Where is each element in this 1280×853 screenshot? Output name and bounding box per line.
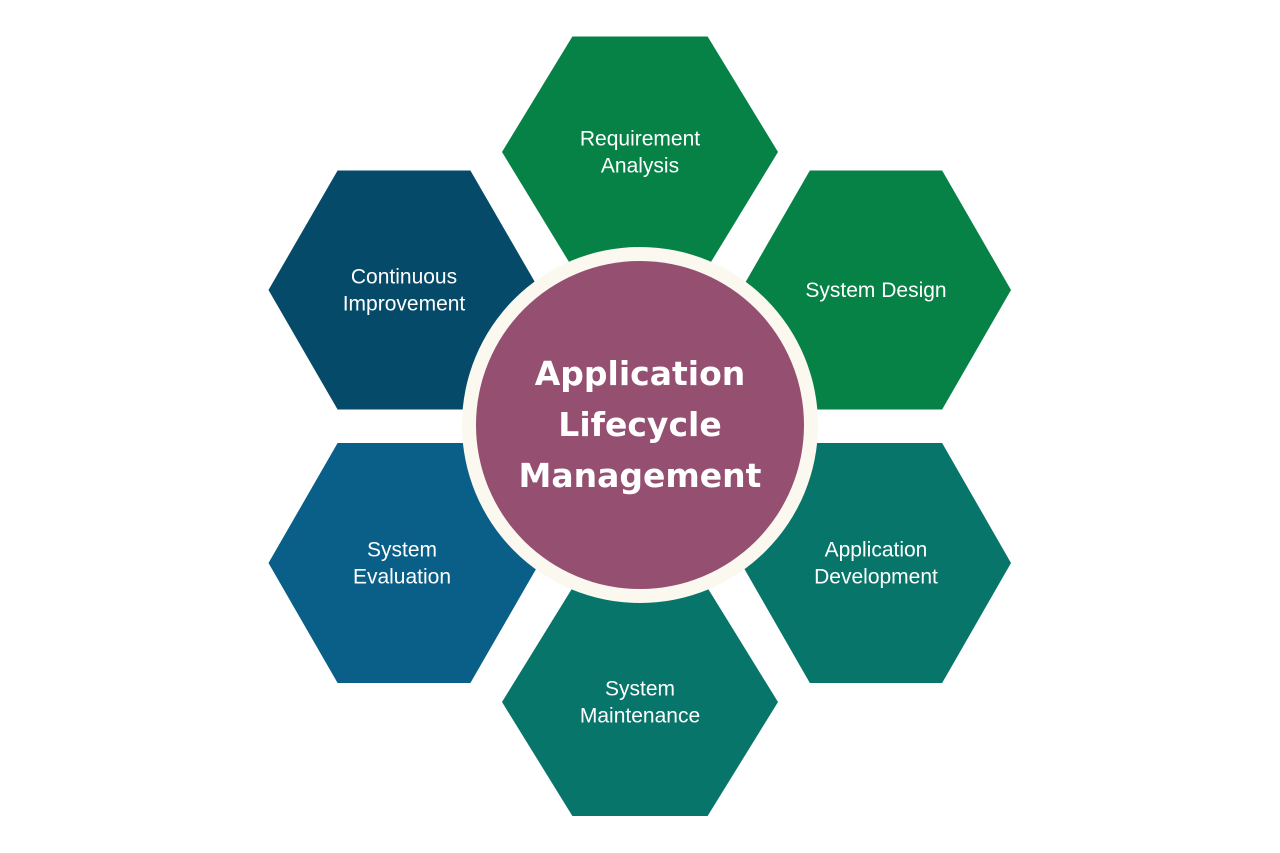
center-title: Application bbox=[535, 354, 746, 393]
stage-label: System bbox=[605, 678, 675, 701]
center-title: Lifecycle bbox=[558, 405, 721, 444]
stage-label: Application bbox=[825, 539, 928, 562]
hexagon-shape bbox=[268, 443, 540, 683]
hexagon-shape bbox=[268, 170, 540, 410]
hexagon-shape bbox=[741, 443, 1011, 683]
stage-system-design: System Design bbox=[741, 170, 1011, 410]
center-title: Management bbox=[519, 456, 762, 495]
hexagon-shape bbox=[741, 170, 1011, 410]
stage-label: Improvement bbox=[343, 293, 466, 316]
stage-label: Development bbox=[814, 566, 938, 589]
stage-label: System bbox=[367, 539, 437, 562]
stage-label: Requirement bbox=[580, 128, 700, 151]
hexagon-shape bbox=[502, 36, 778, 268]
stage-label: Analysis bbox=[601, 155, 679, 178]
stage-label: Maintenance bbox=[580, 705, 700, 728]
stage-label: System Design bbox=[805, 279, 946, 302]
center-circle bbox=[476, 261, 804, 589]
hexagon-shape bbox=[502, 588, 778, 816]
stage-label: Continuous bbox=[351, 266, 457, 289]
stage-label: Evaluation bbox=[353, 566, 451, 589]
